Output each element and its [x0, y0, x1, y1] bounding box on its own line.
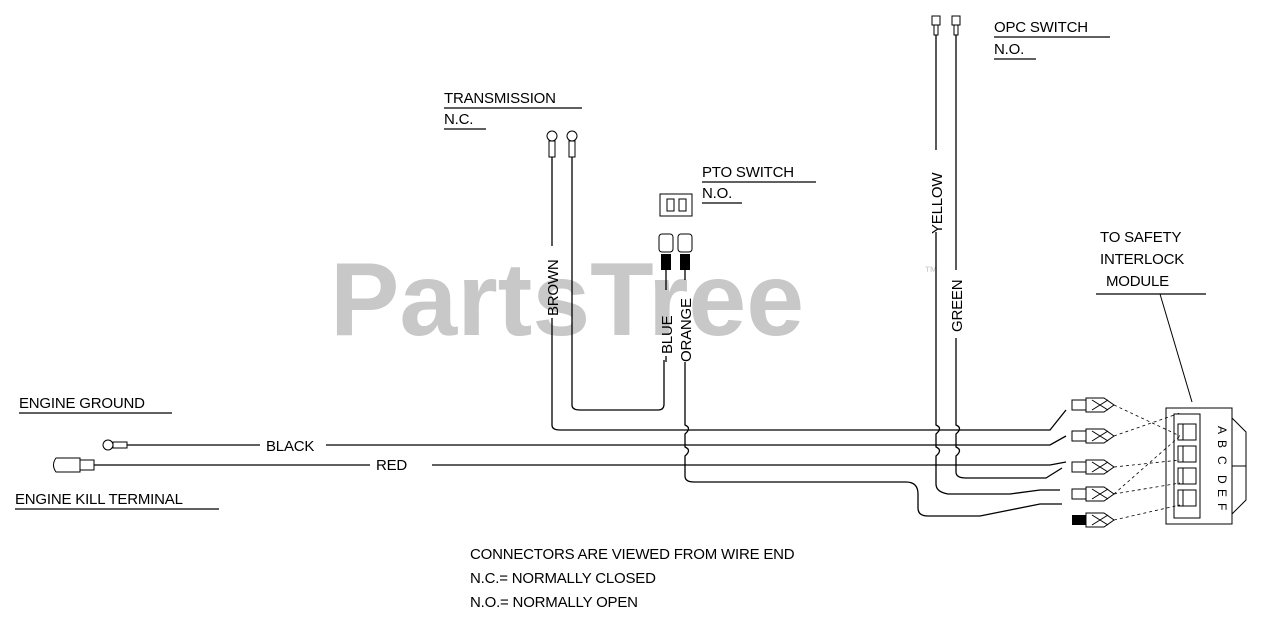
transmission-return-wire — [571, 157, 665, 411]
safety-module-leader — [1159, 293, 1193, 403]
module-pin-labels: A B C D E F — [1215, 426, 1229, 510]
watermark-text: PartsTree — [330, 242, 804, 358]
pin-f: F — [1215, 503, 1229, 510]
pto-switch-label: PTO SWITCH N.O. — [702, 164, 816, 204]
note-viewing-direction: CONNECTORS ARE VIEWED FROM WIRE END — [470, 546, 795, 563]
opc-switch-title: OPC SWITCH — [994, 19, 1088, 36]
engine-ground-ring-terminal — [102, 439, 128, 451]
engine-kill-label: ENGINE KILL TERMINAL — [15, 491, 219, 510]
transmission-title: TRANSMISSION — [444, 90, 556, 107]
brown-wire-label: BROWN — [545, 260, 562, 317]
transmission-type: N.C. — [444, 111, 473, 128]
opc-switch-label: OPC SWITCH N.O. — [994, 19, 1110, 60]
pin-b: B — [1215, 440, 1229, 448]
pin-c: C — [1215, 456, 1229, 465]
orange-wire — [684, 270, 1062, 517]
engine-kill-title: ENGINE KILL TERMINAL — [15, 491, 183, 508]
safety-module-line3: MODULE — [1106, 273, 1169, 290]
transmission-label: TRANSMISSION N.C. — [444, 90, 582, 130]
safety-module-line2: INTERLOCK — [1100, 251, 1184, 268]
opc-switch-type: N.O. — [994, 41, 1024, 58]
engine-ground-label: ENGINE GROUND — [19, 395, 172, 414]
diagram-notes: CONNECTORS ARE VIEWED FROM WIRE END N.C.… — [470, 546, 795, 611]
pin-a: A — [1215, 426, 1229, 434]
green-wire — [955, 35, 1063, 479]
black-wire — [127, 435, 1067, 446]
pin-d: D — [1215, 475, 1229, 484]
yellow-wire-label: YELLOW — [929, 172, 946, 234]
note-no-definition: N.O.= NORMALLY OPEN — [470, 594, 638, 611]
red-wire-label: RED — [376, 457, 407, 474]
pin-e: E — [1215, 489, 1229, 497]
safety-interlock-module-connector — [1165, 407, 1247, 525]
black-wire-label: BLACK — [266, 438, 314, 455]
connector-mapping-lines — [1113, 404, 1181, 521]
yellow-wire — [935, 35, 1060, 495]
safety-module-line1: TO SAFETY — [1100, 229, 1181, 246]
red-wire — [94, 461, 1067, 466]
engine-ground-title: ENGINE GROUND — [19, 395, 145, 412]
green-wire-label: GREEN — [949, 280, 966, 332]
pto-switch-title: PTO SWITCH — [702, 164, 794, 181]
transmission-ring-terminals — [546, 130, 578, 158]
brown-wire — [551, 157, 1067, 431]
blue-wire-label: BLUE — [659, 315, 676, 354]
watermark-trademark: ™ — [924, 263, 938, 279]
module-terminals — [1071, 397, 1115, 528]
engine-kill-terminal-connector — [53, 457, 95, 473]
opc-switch-terminals — [931, 15, 961, 36]
pto-switch-type: N.O. — [702, 185, 732, 202]
pto-switch-connector — [658, 193, 693, 270]
orange-wire-label: ORANGE — [678, 298, 695, 362]
safety-module-label: TO SAFETY INTERLOCK MODULE — [1096, 229, 1206, 403]
note-nc-definition: N.C.= NORMALLY CLOSED — [470, 570, 656, 587]
